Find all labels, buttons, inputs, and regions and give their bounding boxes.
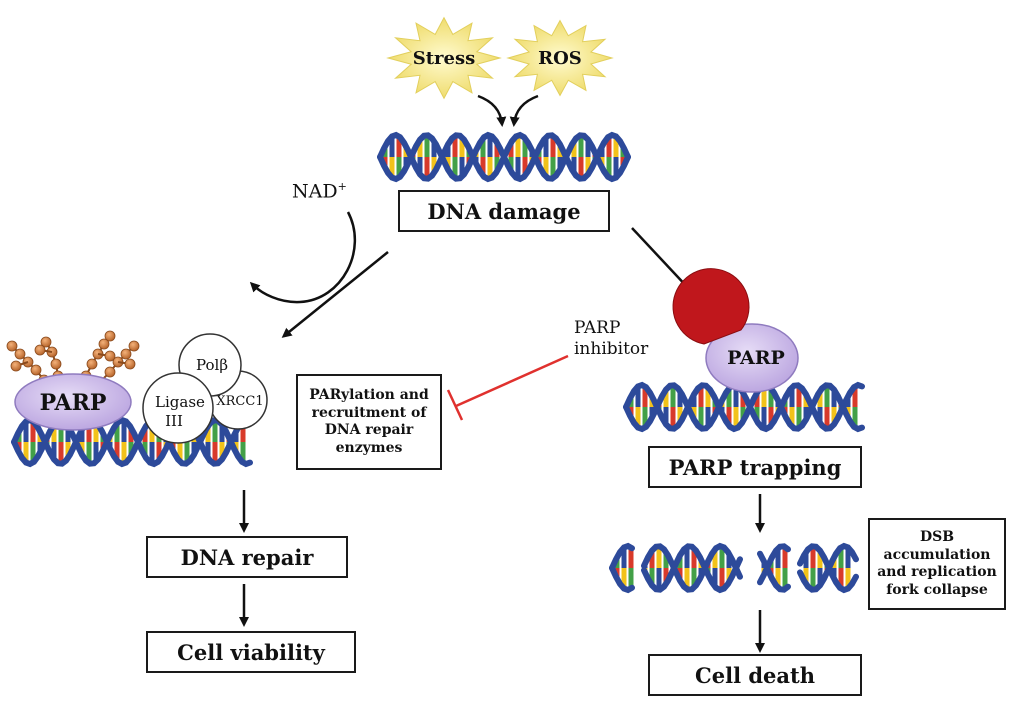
parp-trapping-box: PARP trapping: [648, 446, 862, 488]
dna-backbone: [377, 131, 631, 183]
dna-backbone: [623, 381, 865, 433]
dna-damage-box: DNA damage: [398, 190, 610, 232]
adp-ribose-bead: [6, 340, 18, 352]
ros-label: ROS: [538, 48, 582, 69]
dna-backbone: [11, 416, 253, 468]
adp-ribose-bead: [40, 336, 52, 348]
adp-ribose-bead: [128, 340, 140, 352]
dna-repair-box: DNA repair: [146, 536, 348, 578]
stress-arrow: [477, 94, 507, 127]
parylation-note: PARylation and recruitment of DNA repair…: [296, 374, 442, 470]
parp-inhibitor-line1: PARP: [574, 318, 621, 338]
stress-label: Stress: [413, 48, 476, 69]
xrcc1-label: XRCC1: [216, 394, 263, 409]
adp-ribose-bead: [50, 358, 62, 370]
ros-burst: ROS: [506, 19, 614, 97]
parp-left-label: PARP: [40, 390, 107, 416]
inhibition-line: [446, 354, 569, 421]
cell-viability-box: Cell viability: [146, 631, 356, 673]
adp-ribose-bead: [104, 330, 116, 342]
ligase-label-1: Ligase: [155, 393, 205, 411]
parp-right: PARP: [705, 323, 799, 393]
adp-ribose-bead: [104, 350, 116, 362]
dna-backbone: [623, 381, 865, 433]
dsb-note: DSB accumulation and replication fork co…: [868, 518, 1006, 610]
adp-ribose-bead: [34, 344, 46, 356]
dna-helix-damaged: [377, 131, 631, 183]
parp-inhibitor-label: PARP inhibitor: [574, 318, 648, 360]
repair-pathway-arrow: [281, 251, 389, 338]
nad-label: NAD+: [292, 180, 347, 202]
adp-ribose-bead: [120, 348, 132, 360]
trapping-pathway-arrow: [631, 227, 693, 293]
cell-death-box: Cell death: [648, 654, 862, 696]
stress-burst: Stress: [386, 16, 502, 100]
adp-ribose-bead: [86, 358, 98, 370]
polb-label: Polβ: [196, 356, 228, 374]
adp-ribose-bead: [104, 366, 116, 378]
adp-ribose-bead: [30, 364, 42, 376]
adp-ribose-bead: [98, 338, 110, 350]
ros-arrow: [509, 94, 539, 127]
dna-backbone: [609, 542, 859, 594]
ligase-label-2: III: [165, 412, 183, 430]
adp-ribose-bead: [10, 360, 22, 372]
nad-superscript: +: [337, 180, 347, 193]
dna-backbone: [609, 542, 859, 594]
dna-helix-broken: [609, 542, 859, 594]
parp-inhibitor-line2: inhibitor: [574, 339, 649, 359]
adp-ribose-bead: [14, 348, 26, 360]
nad-consumption-arrow: [249, 211, 357, 304]
nad-text: NAD: [292, 180, 338, 203]
parp-inhibitor-molecule: [672, 268, 750, 345]
parp-right-label: PARP: [727, 347, 785, 369]
dna-helix-trapped: [623, 381, 865, 433]
parp-left: PARP: [14, 373, 132, 431]
ligase-protein: Ligase III: [142, 372, 214, 444]
adp-ribose-bead: [124, 358, 136, 370]
